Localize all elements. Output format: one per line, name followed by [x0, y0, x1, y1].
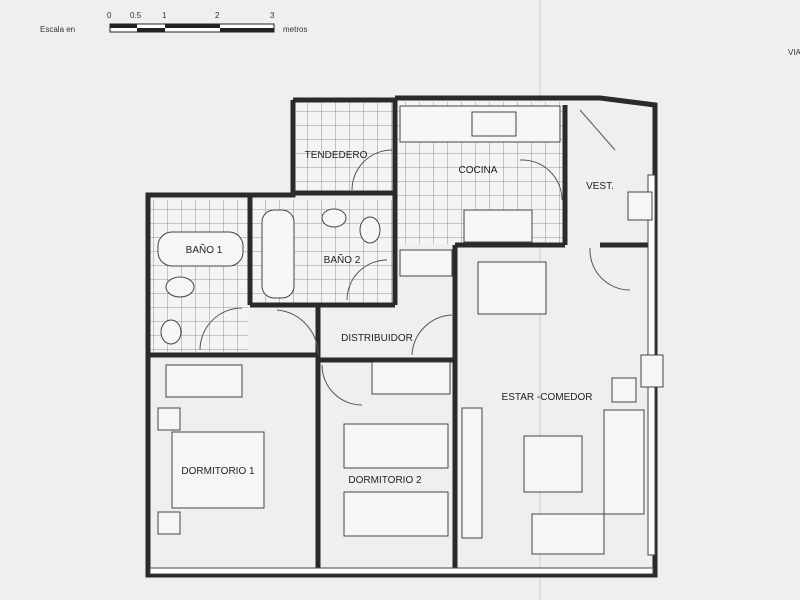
bathtub-1 — [157, 231, 244, 267]
bathtub-2 — [261, 209, 295, 299]
door-swings — [199, 109, 631, 406]
edge-text: VIA — [788, 48, 800, 57]
washbasin-2 — [321, 208, 347, 228]
room-label-dormitorio-1: DORMITORIO 1 — [181, 466, 255, 477]
room-label-distribuidor: DISTRIBUIDOR — [341, 333, 413, 344]
sofa-bottom — [531, 513, 605, 555]
scale-tick-1: 1 — [162, 11, 167, 20]
scale-label: Escala en — [40, 25, 75, 34]
walls — [145, 95, 658, 578]
room-label-vestibulo: VEST. — [586, 181, 614, 192]
bed-double — [171, 431, 265, 509]
room-label-bano-2: BAÑO 2 — [324, 253, 361, 266]
room-label-dormitorio-2: DORMITORIO 2 — [348, 475, 422, 486]
scale-tick-0.5: 0.5 — [130, 11, 142, 20]
wardrobe-1 — [165, 364, 243, 398]
toilet-2 — [359, 216, 381, 244]
sofa-right — [603, 409, 645, 515]
kitchen-table — [463, 209, 533, 243]
wardrobe-2 — [371, 361, 451, 395]
coffee-table — [523, 435, 583, 493]
bed-single-b — [343, 491, 449, 537]
sink — [471, 111, 517, 137]
bed-single-a — [343, 423, 449, 469]
washbasin-1 — [160, 319, 182, 345]
stove — [399, 249, 453, 277]
scale-unit: metros — [283, 25, 307, 34]
room-label-estar-comedor: ESTAR -COMEDOR — [502, 392, 593, 403]
scale-tick-2: 2 — [215, 11, 220, 20]
dining-table — [477, 261, 547, 315]
toilet-1 — [165, 276, 195, 298]
scale-tick-3: 3 — [270, 11, 275, 20]
scale-tick-0: 0 — [107, 11, 112, 20]
room-label-cocina: COCINA — [459, 165, 498, 176]
room-label-bano-1: BAÑO 1 — [186, 243, 223, 256]
sideboard — [461, 407, 483, 539]
windows — [149, 174, 664, 575]
scale-bar: Escala en metros 0 0.5 1 2 3 — [40, 11, 307, 34]
room-label-tendedero: TENDEDERO — [305, 150, 368, 161]
